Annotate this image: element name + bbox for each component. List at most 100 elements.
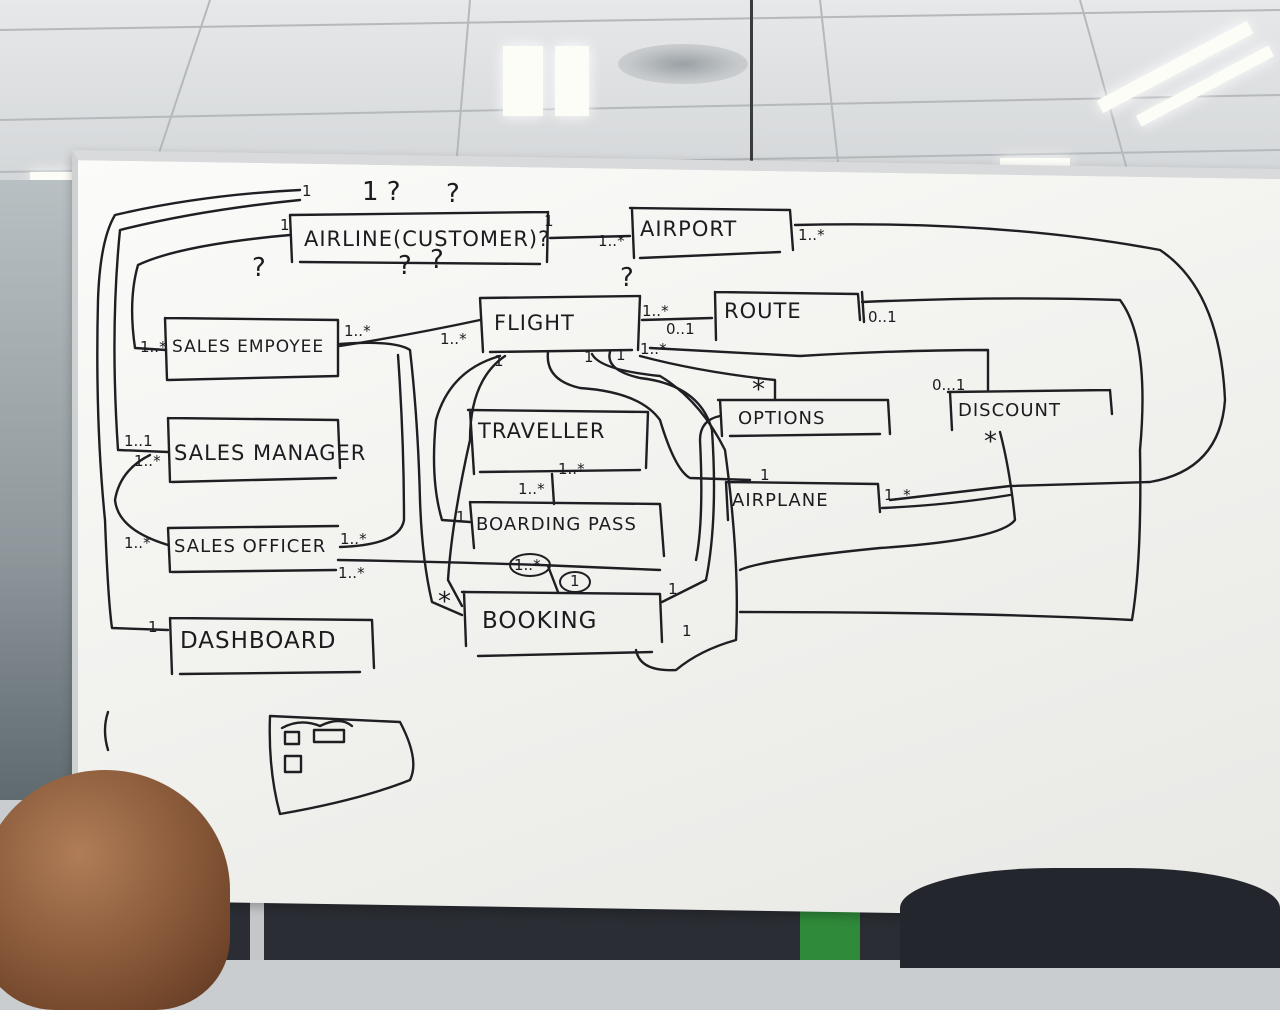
mult-bp-above: 1..* (518, 480, 545, 498)
mult-sales-emp-right: 1..* (344, 322, 371, 340)
hanging-cable (750, 0, 753, 165)
mult-discount-bottom: * (984, 427, 997, 457)
multiplicity-labels: 1 1 ? ? 1 1 1..* 1..* 1..* 1..* 0..1 0..… (124, 177, 997, 640)
mult-route-right: 0..1 (868, 308, 897, 326)
class-boxes (163, 206, 1114, 676)
board-mark (103, 710, 110, 752)
mult-booking-left: * (438, 587, 451, 617)
assoc-flight-traveller (432, 354, 502, 524)
label-sales-officer: SALES OFFICER (174, 536, 326, 557)
office-background (0, 180, 80, 800)
assoc-salesemp-booking (338, 341, 464, 617)
assoc-salesofficer-bp (336, 558, 662, 572)
box-route-ext (860, 290, 866, 324)
mult-sales-emp-left: 1..* (140, 338, 167, 356)
ceiling-light (1000, 158, 1070, 166)
mult-airline-right-1: 1 (544, 212, 554, 230)
label-flight: FLIGHT (494, 311, 575, 335)
mult-airplane-right: 1..* (884, 486, 911, 504)
box-airplane (724, 480, 882, 522)
mult-bp-left: 1 (456, 508, 466, 526)
mult-sales-off-left: 1..* (124, 534, 151, 552)
label-discount: DISCOUNT (958, 400, 1061, 421)
mult-airline-top-q1: 1 ? (362, 177, 401, 207)
label-traveller: TRAVELLER (477, 419, 605, 443)
box-airline (288, 210, 550, 266)
uml-diagram: AIRLINE(CUSTOMER)? AIRPORT FLIGHT ROUTE … (96, 177, 1227, 816)
mult-flight-right: 1..* (642, 302, 669, 320)
mult-sales-mgr-b: 1..* (134, 452, 161, 470)
assoc-airline-airport (548, 234, 632, 240)
mult-airline-top-q2: ? (446, 179, 460, 209)
assoc-flight-route (640, 316, 714, 322)
mult-booking-right1: 1 (668, 580, 678, 598)
assoc-airport-route-loop (793, 223, 1227, 502)
person-silhouette (900, 868, 1280, 968)
mult-route-left: 0..1 (666, 320, 695, 338)
mult-airline-left-1: 1 (280, 216, 290, 234)
box-dashboard (168, 616, 376, 676)
assoc-discount-down (738, 430, 1017, 572)
assoc-traveller-bp (550, 472, 556, 506)
mult-airport-right: 1..* (798, 226, 825, 244)
assoc-flight-booking-b (608, 350, 716, 604)
box-sales-manager (166, 416, 342, 484)
assoc-salesofficer-booking (338, 353, 406, 549)
ui-sketch (268, 714, 415, 816)
mult-booking-right2: 1 (682, 622, 692, 640)
assoc-flight-airplane (546, 350, 752, 482)
box-flight (478, 294, 642, 354)
label-booking: BOOKING (482, 608, 597, 634)
ceiling-light (30, 172, 72, 180)
box-traveller (466, 408, 650, 476)
mult-flight-bottom-1b: 1 (584, 348, 594, 366)
class-labels: AIRLINE(CUSTOMER)? AIRPORT FLIGHT ROUTE … (172, 217, 1061, 654)
mult-flight-bottom-1a: 1 (494, 352, 504, 370)
question-mark-below-2: ? (430, 245, 444, 275)
associations (96, 188, 1227, 672)
label-route: ROUTE (724, 299, 802, 323)
ceiling-light (555, 46, 589, 116)
label-airplane: AIRPLANE (732, 490, 829, 511)
mult-sales-mgr-a: 1..1 (124, 432, 153, 450)
box-airport (628, 206, 795, 260)
question-mark-center: ? (620, 263, 634, 293)
mult-flight-bottom-1c: 1 (616, 346, 626, 364)
question-mark-left: ? (252, 253, 266, 283)
mult-discount-top: 0...1 (932, 376, 965, 394)
circle-mark (559, 571, 591, 593)
mult-bp-circle2: 1 (570, 572, 580, 590)
mult-airline-top-1: 1 (302, 182, 312, 200)
box-sales-officer (166, 524, 340, 574)
assoc-flight-discount (648, 346, 990, 392)
box-boarding-pass (468, 500, 666, 558)
assoc-options-left (694, 414, 722, 562)
label-sales-manager: SALES MANAGER (174, 441, 366, 465)
assoc-airplane-right (880, 493, 1012, 510)
mult-traveller-below: 1..* (558, 460, 585, 478)
assoc-flight-options (638, 354, 777, 402)
box-options (716, 398, 892, 438)
assoc-flight-booking-a (446, 354, 507, 608)
label-options: OPTIONS (738, 408, 825, 429)
box-route (713, 290, 862, 342)
box-booking (460, 590, 664, 658)
assoc-bp-booking (546, 564, 560, 594)
ceiling-light (503, 46, 543, 116)
mult-bp-circle: 1..* (514, 556, 541, 574)
assoc-flight-booking-c (590, 352, 739, 672)
mult-airport-left: 1..* (598, 232, 625, 250)
mult-dashboard: 1 (148, 618, 158, 636)
assoc-outer-loop (96, 188, 302, 632)
assoc-route-outer (738, 297, 1144, 622)
assoc-salesemp-flight (338, 318, 482, 348)
mult-airplane-left: 1 (760, 466, 770, 484)
label-sales-employee: SALES EMPOYEE (172, 337, 324, 357)
mult-sales-off-below: 1..* (338, 564, 365, 582)
assoc-airline-salesemp (130, 233, 292, 352)
assoc-salesofficer-left (113, 453, 170, 547)
mult-options-top: * (752, 375, 765, 405)
label-dashboard: DASHBOARD (180, 628, 336, 654)
mult-flight-left: 1..* (440, 330, 467, 348)
circle-mark (509, 553, 551, 577)
